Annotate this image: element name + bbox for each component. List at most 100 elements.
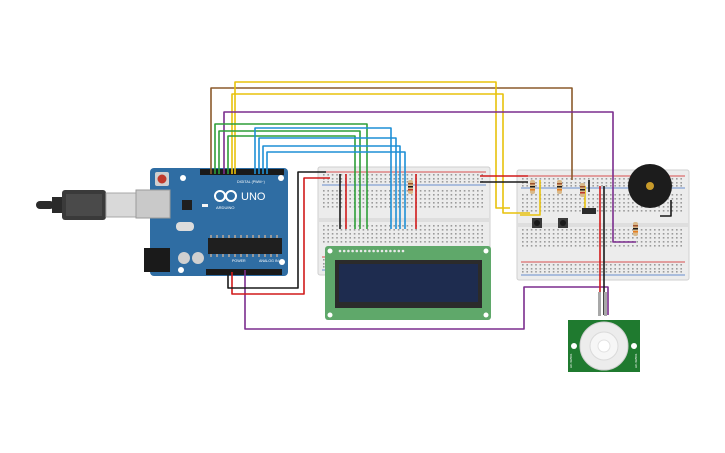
breadboard-hole: [552, 178, 555, 180]
lcd-pin: [397, 249, 401, 253]
breadboard-hole: [384, 241, 387, 243]
breadboard-hole: [530, 271, 533, 273]
wire-yellow-3[interactable]: [520, 180, 541, 216]
breadboard-hole: [526, 264, 528, 266]
breadboard-hole: [411, 237, 413, 239]
breadboard-hole: [667, 202, 669, 204]
lcd-16x2-display[interactable]: [325, 246, 491, 320]
breadboard-hole: [530, 202, 533, 204]
wire-green-1[interactable]: [214, 123, 368, 229]
breadboard-hole: [588, 237, 590, 239]
breadboard-hole: [389, 233, 391, 235]
lcd-pin: [380, 249, 384, 253]
breadboard-hole: [605, 229, 608, 231]
breadboard-hole: [477, 198, 479, 200]
breadboard-hole: [618, 198, 621, 200]
breadboard-hole: [605, 233, 608, 235]
breadboard-hole: [340, 241, 343, 243]
push-button-1[interactable]: [532, 218, 542, 228]
breadboard-hole: [340, 181, 343, 183]
wire-green-3[interactable]: [227, 135, 356, 229]
arduino-uno-board[interactable]: UNO ARDUINO DIGITAL (PWM~) POWER ANALOG …: [135, 168, 288, 276]
breadboard-hole: [441, 198, 444, 200]
breadboard-hole: [680, 194, 682, 196]
breadboard-hole: [636, 237, 638, 239]
piezo-buzzer[interactable]: [628, 164, 672, 208]
breadboard-hole: [433, 206, 435, 208]
breadboard-hole: [455, 174, 457, 176]
pir-motion-sensor[interactable]: HC-SR501 HC-SR501: [568, 292, 640, 372]
breadboard-hole: [570, 233, 572, 235]
breadboard-hole: [570, 271, 572, 273]
breadboard-hole: [623, 229, 625, 231]
breadboard-hole: [389, 198, 391, 200]
wire-black-1[interactable]: [227, 171, 326, 289]
breadboard-hole: [574, 178, 577, 180]
breadboard-hole: [455, 241, 457, 243]
breadboard-hole: [327, 206, 329, 208]
wire-red-1[interactable]: [231, 177, 330, 295]
breadboard-hole: [535, 264, 537, 266]
breadboard-hole: [671, 271, 674, 273]
breadboard-hole: [636, 271, 638, 273]
breadboard-hole: [437, 225, 439, 227]
breadboard-hole: [579, 233, 581, 235]
wire-blue-2[interactable]: [258, 137, 397, 229]
wire-blue-3[interactable]: [262, 145, 401, 229]
wire-purple-1[interactable]: [223, 111, 636, 243]
breadboard-hole: [472, 190, 475, 192]
breadboard-hole: [649, 268, 652, 270]
resistor-lcd[interactable]: [408, 180, 413, 194]
arduino-infinity-logo-icon: [214, 190, 237, 202]
breadboard-hole: [636, 206, 638, 208]
breadboard-hole: [601, 182, 603, 184]
breadboard-hole: [596, 210, 599, 212]
breadboard-hole: [419, 178, 422, 180]
breadboard-hole: [468, 229, 470, 231]
breadboard-hole: [323, 194, 325, 196]
breadboard-hole: [331, 194, 334, 196]
breadboard-hole: [463, 181, 466, 183]
breadboard-hole: [579, 182, 581, 184]
wire-yellow-2[interactable]: [231, 93, 530, 214]
breadboard-hole: [667, 241, 669, 243]
breadboard-hole: [349, 198, 351, 200]
breadboard-hole: [397, 233, 400, 235]
resistor-3[interactable]: [557, 180, 562, 194]
breadboard-hole: [645, 245, 647, 247]
lcd-pin: [355, 249, 359, 253]
resistor-2[interactable]: [530, 180, 535, 194]
wire-blue-4[interactable]: [266, 151, 406, 229]
resistor-5[interactable]: [633, 222, 638, 236]
breadboard-hole: [424, 198, 426, 200]
wire-black-6[interactable]: [660, 200, 672, 217]
wire-purple-2[interactable]: [244, 270, 609, 330]
resistor-4[interactable]: [580, 183, 585, 197]
breadboard-hole: [468, 190, 470, 192]
led-component[interactable]: [582, 208, 596, 214]
breadboard-hole: [455, 178, 457, 180]
breadboard-hole: [579, 202, 581, 204]
wire-brown[interactable]: [210, 87, 573, 180]
breadboard-hole: [566, 271, 568, 273]
breadboard-hole: [570, 229, 572, 231]
breadboard-hole: [623, 210, 625, 212]
push-button-2[interactable]: [558, 218, 568, 228]
reset-button-icon[interactable]: [157, 174, 167, 184]
wire-green-2[interactable]: [218, 130, 361, 229]
breadboard-hole: [574, 198, 577, 200]
breadboard-hole: [588, 198, 590, 200]
breadboard-hole: [323, 206, 325, 208]
breadboard-hole: [481, 225, 483, 227]
breadboard-hole: [384, 233, 387, 235]
breadboard-hole: [526, 194, 528, 196]
wire-blue-1[interactable]: [254, 127, 392, 229]
breadboard-hole: [463, 237, 466, 239]
breadboard-hole: [592, 233, 594, 235]
breadboard-hole: [649, 237, 652, 239]
breadboard-hole: [393, 194, 395, 196]
breadboard-hole: [459, 190, 461, 192]
breadboard-hole: [419, 190, 422, 192]
breadboard-hole: [662, 271, 665, 273]
breadboard-hole: [336, 178, 338, 180]
